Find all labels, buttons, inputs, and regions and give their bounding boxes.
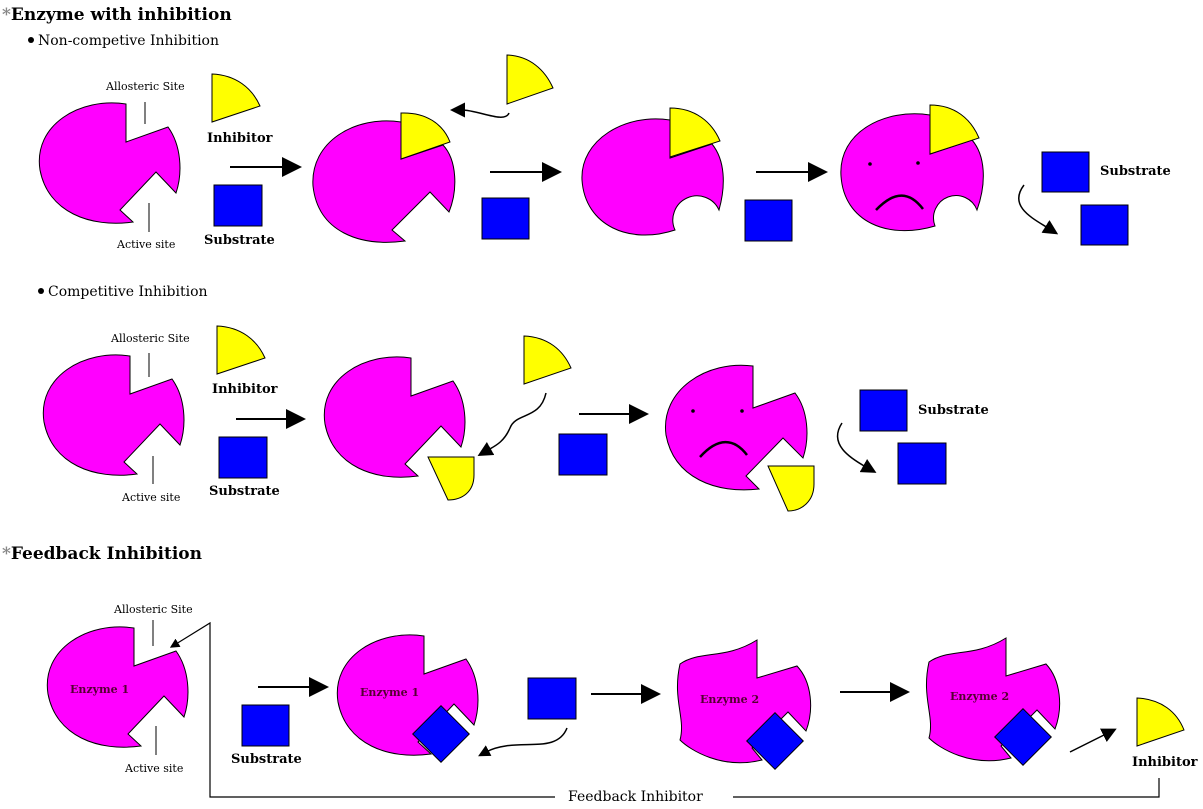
inhibitor-shape: [427, 456, 475, 501]
allosteric-site-label: Allosteric Site: [105, 80, 185, 93]
enzyme-shape: [312, 120, 456, 243]
enzyme-2-label: Enzyme 2: [950, 690, 1009, 703]
enzyme-shape: [677, 639, 812, 764]
inhibitor-label: Inhibitor: [1132, 755, 1198, 770]
inhibitor-shape: [523, 335, 572, 385]
enzyme-1-label: Enzyme 1: [70, 683, 129, 696]
active-site-label: Active site: [124, 762, 183, 775]
enzyme-shape: [926, 637, 1061, 762]
enzyme-1-label: Enzyme 1: [360, 686, 419, 699]
substrate-shape: [241, 704, 290, 747]
substrate-shape: [744, 199, 793, 242]
feedback-inhibitor-label: Feedback Inhibitor: [568, 789, 703, 805]
substrate-shape: [897, 442, 947, 485]
substrate-shape: [994, 708, 1052, 766]
substrate-label: Substrate: [231, 752, 302, 767]
eye: [740, 409, 744, 413]
enzyme-shape: [46, 626, 189, 748]
eye: [868, 162, 872, 166]
frown: [875, 194, 924, 211]
enzyme-shape: [336, 634, 479, 756]
arrow: [1069, 728, 1117, 753]
inhibitor-shape: [216, 325, 266, 375]
substrate-shape: [412, 705, 470, 763]
inhibitor-shape: [506, 54, 554, 105]
feedback-title: *Feedback Inhibition: [2, 544, 202, 564]
main-title: *Enzyme with inhibition: [2, 5, 232, 25]
noncompetitive-title: Non-competive Inhibition: [38, 33, 219, 49]
bullet-competitive: [38, 288, 44, 294]
feedback-loop-line: [169, 621, 1160, 798]
eye: [916, 161, 920, 165]
arrow: [1017, 184, 1059, 235]
frown: [699, 441, 748, 458]
substrate-shape: [218, 436, 268, 479]
substrate-shape: [481, 197, 530, 240]
competitive-title: Competitive Inhibition: [48, 284, 208, 300]
inhibitor-shape: [669, 107, 721, 158]
enzyme-shape: [42, 354, 185, 476]
substrate-shape: [746, 712, 804, 770]
inhibitor-label: Inhibitor: [212, 382, 278, 397]
enzyme-shape: [840, 113, 984, 232]
allosteric-site-label: Allosteric Site: [110, 332, 190, 345]
allosteric-site-label: Allosteric Site: [113, 603, 193, 616]
substrate-shape: [213, 184, 263, 227]
enzyme-2-label: Enzyme 2: [700, 693, 759, 706]
active-site-label: Active site: [121, 491, 180, 504]
arrow: [477, 392, 547, 456]
substrate-shape: [558, 433, 608, 476]
inhibitor-shape: [1136, 697, 1185, 747]
inhibitor-shape: [400, 112, 451, 160]
substrate-label: Substrate: [209, 484, 280, 499]
substrate-label: Substrate: [1100, 164, 1171, 179]
arrow: [478, 727, 568, 757]
active-site-label: Active site: [116, 238, 175, 251]
substrate-label: Substrate: [204, 233, 275, 248]
inhibitor-label: Inhibitor: [207, 131, 273, 146]
enzyme-shape: [323, 356, 466, 478]
substrate-label: Substrate: [918, 403, 989, 418]
substrate-shape: [527, 677, 577, 720]
inhibitor-shape: [929, 104, 980, 155]
arrow: [836, 422, 877, 473]
inhibitor-shape: [211, 73, 261, 123]
arrow: [450, 102, 510, 118]
feedback-label-bg: [555, 788, 733, 806]
enzyme-shape: [665, 364, 808, 491]
bullet-noncompetitive: [28, 37, 34, 43]
enzyme-shape: [581, 118, 724, 236]
inhibitor-shape: [767, 465, 815, 512]
substrate-shape: [1080, 204, 1129, 246]
substrate-shape: [1041, 151, 1090, 193]
eye: [691, 409, 695, 413]
substrate-shape: [859, 389, 908, 432]
enzyme-shape: [38, 102, 181, 224]
